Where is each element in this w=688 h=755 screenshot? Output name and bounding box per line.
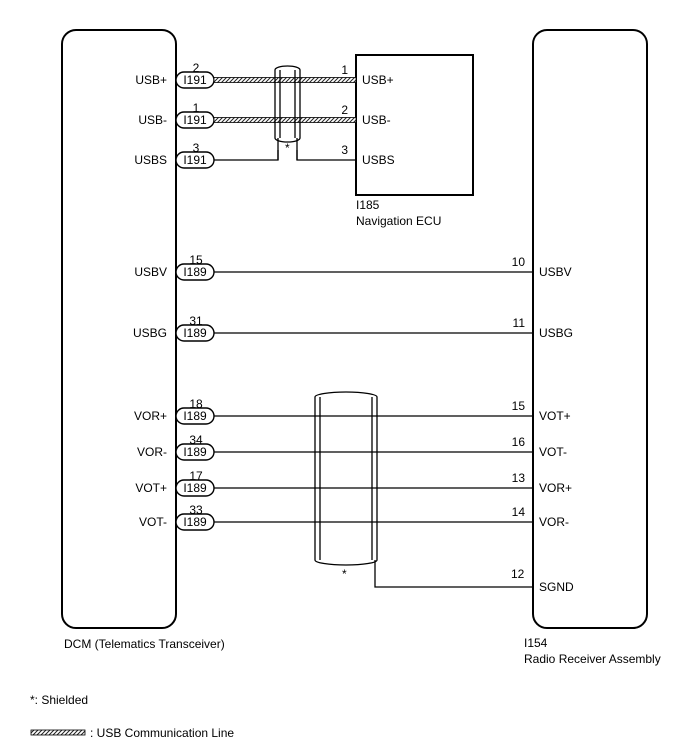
dcm-signal-label: VOT+ bbox=[135, 481, 167, 495]
dcm-signal-label: USBS bbox=[134, 153, 167, 167]
dest-signal-label: VOR+ bbox=[539, 481, 572, 495]
connector-code: I191 bbox=[183, 153, 207, 167]
dest-signal-label: USBS bbox=[362, 153, 395, 167]
dest-pin-number: 1 bbox=[341, 63, 348, 77]
dcm-pin-number: 3 bbox=[193, 141, 200, 155]
dest-signal-label: VOR- bbox=[539, 515, 569, 529]
dest-pin-number: 15 bbox=[512, 399, 526, 413]
dcm-signal-label: USBG bbox=[133, 326, 167, 340]
dest-pin-number: 11 bbox=[513, 316, 526, 330]
sgnd-pin: 12 bbox=[511, 567, 525, 581]
dest-pin-number: 16 bbox=[512, 435, 526, 449]
connector-code: I189 bbox=[183, 515, 207, 529]
dest-pin-number: 2 bbox=[341, 103, 348, 117]
usb-shield-mark: * bbox=[285, 141, 290, 155]
connector-code: I189 bbox=[183, 481, 207, 495]
dest-signal-label: VOT+ bbox=[539, 409, 571, 423]
dest-signal-label: VOT- bbox=[539, 445, 567, 459]
nav-ecu-label: Navigation ECU bbox=[356, 214, 441, 228]
usb-shield bbox=[274, 65, 301, 160]
dcm-signal-label: USB+ bbox=[135, 73, 167, 87]
dest-pin-number: 3 bbox=[341, 143, 348, 157]
legend-usb-line: : USB Communication Line bbox=[90, 726, 234, 740]
nav-ecu-box bbox=[355, 54, 474, 196]
dest-signal-label: USBG bbox=[539, 326, 573, 340]
wire bbox=[214, 150, 279, 161]
connector-code: I189 bbox=[183, 265, 207, 279]
connector-code: I189 bbox=[183, 445, 207, 459]
connector-code: I189 bbox=[183, 409, 207, 423]
dest-signal-label: USB+ bbox=[362, 73, 394, 87]
dcm-signal-label: VOR- bbox=[137, 445, 167, 459]
wire-group: USB+2I1911USB+USB-1I1912USB-USBS3I1913US… bbox=[133, 61, 573, 531]
radio-shield-mark: * bbox=[342, 567, 347, 581]
dcm-signal-label: USBV bbox=[134, 265, 167, 279]
dcm-signal-label: VOT- bbox=[139, 515, 167, 529]
dest-pin-number: 10 bbox=[512, 255, 526, 269]
connector-code: I189 bbox=[183, 326, 207, 340]
dcm-pin-number: 1 bbox=[193, 101, 200, 115]
usb-communication-wire bbox=[213, 117, 357, 123]
dest-pin-number: 14 bbox=[512, 505, 526, 519]
sgnd-signal: SGND bbox=[539, 580, 574, 594]
dest-pin-number: 13 bbox=[512, 471, 526, 485]
usb-communication-wire bbox=[213, 77, 357, 83]
radio-shield bbox=[314, 391, 533, 588]
nav-ecu-code: I185 bbox=[356, 198, 380, 212]
dcm-box bbox=[61, 29, 177, 629]
dest-signal-label: USBV bbox=[539, 265, 572, 279]
dest-signal-label: USB- bbox=[362, 113, 391, 127]
dcm-pin-number: 2 bbox=[193, 61, 200, 75]
dcm-label: DCM (Telematics Transceiver) bbox=[64, 637, 225, 651]
dcm-signal-label: USB- bbox=[138, 113, 167, 127]
connector-code: I191 bbox=[183, 73, 207, 87]
usb-line-legend-icon bbox=[30, 729, 86, 736]
dcm-signal-label: VOR+ bbox=[134, 409, 167, 423]
connector-code: I191 bbox=[183, 113, 207, 127]
radio-label: Radio Receiver Assembly bbox=[524, 652, 661, 666]
radio-code: I154 bbox=[524, 636, 548, 650]
radio-box bbox=[532, 29, 648, 629]
legend-shielded: *: Shielded bbox=[30, 693, 88, 707]
